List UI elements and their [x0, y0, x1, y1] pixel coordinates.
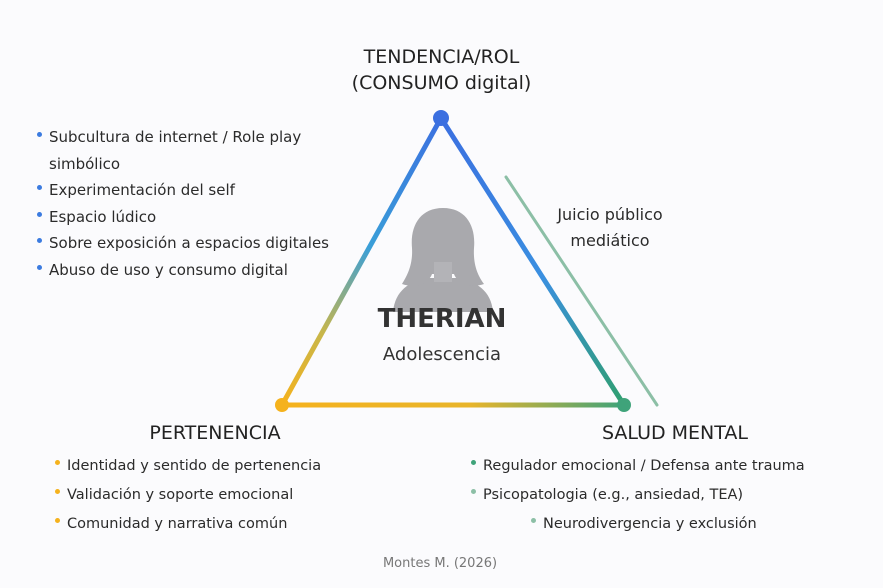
top-vertex-title: TENDENCIA/ROL (CONSUMO digital)	[300, 44, 583, 96]
list-item: Sobre exposición a espacios digitales	[35, 230, 355, 257]
list-item: Validación y soporte emocional	[53, 481, 393, 510]
list-item: Espacio lúdico	[35, 204, 355, 231]
list-item: Comunidad y narrativa común	[53, 510, 393, 539]
list-item: Experimentación del self	[35, 177, 355, 204]
left-vertex-list: Identidad y sentido de pertenencia Valid…	[53, 452, 393, 539]
list-item: Abuso de uso y consumo digital	[35, 257, 355, 284]
list-item: Neurodivergencia y exclusión	[529, 510, 869, 539]
center-title: THERIAN	[377, 304, 507, 334]
top-vertex-list: Subcultura de internet / Role play simbó…	[35, 124, 355, 283]
top-title-line2: (CONSUMO digital)	[351, 72, 532, 94]
list-item: Psicopatologia (e.g., ansiedad, TEA)	[469, 481, 869, 510]
left-vertex-title: PERTENENCIA	[149, 422, 281, 444]
vertex-left	[275, 398, 289, 412]
edge-right	[438, 115, 627, 408]
media-judgment-label: Juicio público mediático	[540, 202, 680, 254]
media-judgment-line	[504, 175, 659, 407]
adolescent-silhouette-icon	[393, 208, 493, 312]
center-subtitle: Adolescencia	[382, 344, 502, 365]
side-label-line1: Juicio público	[557, 205, 663, 224]
list-item: Subcultura de internet / Role play simbó…	[35, 124, 355, 177]
list-item: Identidad y sentido de pertenencia	[53, 452, 393, 481]
edge-left	[279, 115, 444, 408]
credit: Montes M. (2026)	[382, 556, 498, 571]
top-title-line1: TENDENCIA/ROL	[363, 46, 520, 68]
right-vertex-list: Regulador emocional / Defensa ante traum…	[469, 452, 869, 539]
list-item: Regulador emocional / Defensa ante traum…	[469, 452, 869, 481]
vertex-right	[617, 398, 631, 412]
vertex-top	[433, 110, 449, 126]
side-label-line2: mediático	[570, 231, 650, 250]
right-vertex-title: SALUD MENTAL	[602, 422, 748, 444]
